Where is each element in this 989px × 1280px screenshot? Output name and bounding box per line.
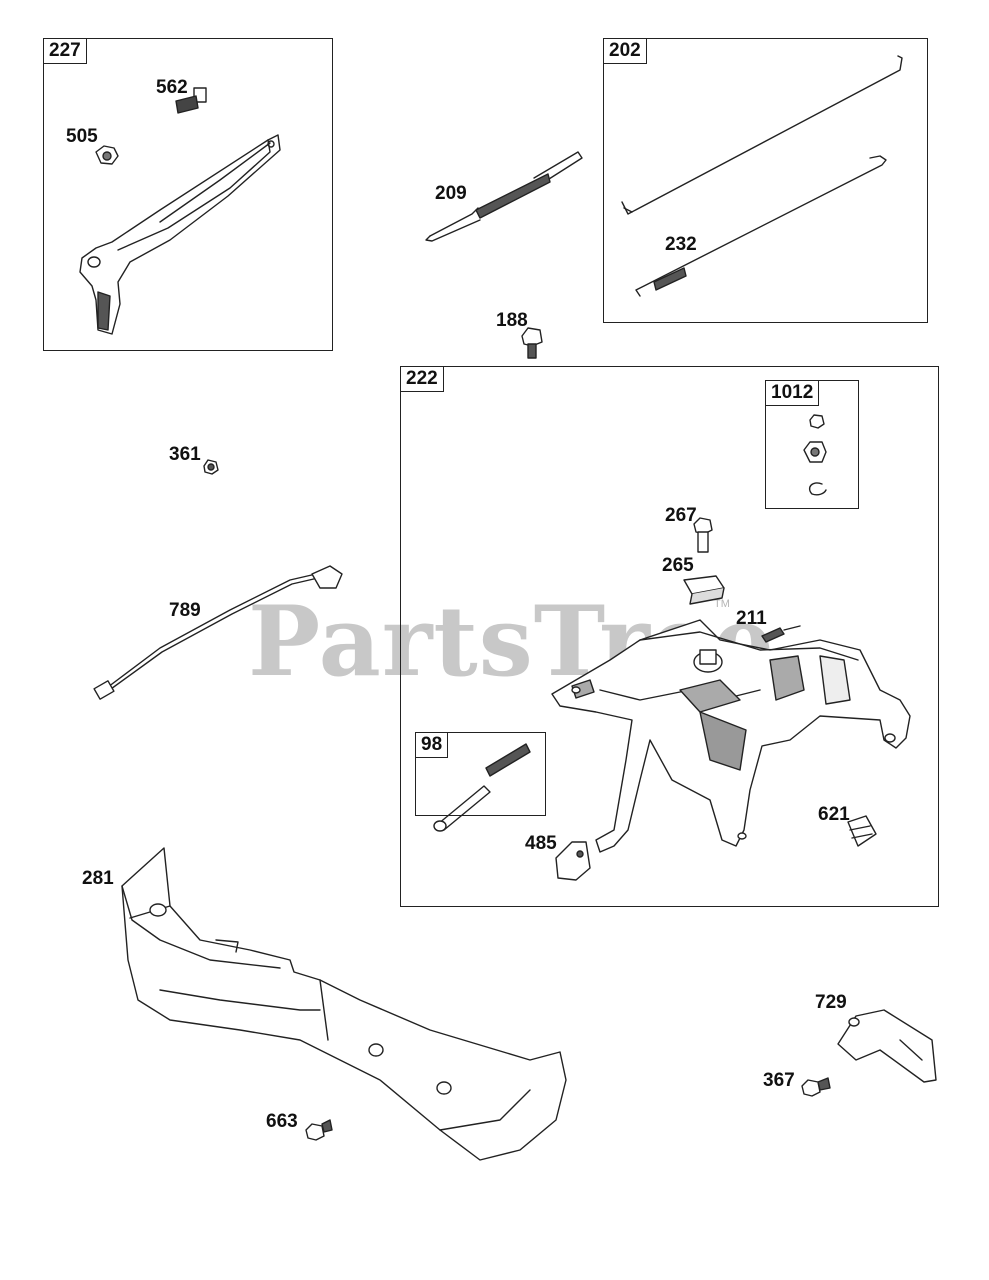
lever-227-drawing (79, 134, 281, 335)
part-label-232[interactable]: 232 (665, 234, 697, 255)
rod-232-drawing (635, 155, 887, 297)
group-label-202: 202 (604, 39, 647, 64)
watermark-trademark: TM (714, 598, 730, 610)
bolt-562-drawing (175, 87, 207, 114)
part-label-485[interactable]: 485 (525, 833, 557, 854)
bolt-188-drawing (521, 327, 543, 359)
clip-621-drawing (847, 815, 877, 847)
clip-265-drawing (683, 575, 725, 605)
wire-789-drawing (93, 565, 343, 700)
part-label-265[interactable]: 265 (662, 555, 694, 576)
group-box-222: 222 (400, 366, 939, 907)
part-label-267[interactable]: 267 (665, 505, 697, 526)
bracket-729-drawing (837, 1009, 937, 1083)
group-box-202: 202 (603, 38, 928, 323)
part-label-729[interactable]: 729 (815, 992, 847, 1013)
part-label-281[interactable]: 281 (82, 868, 114, 889)
part-label-621[interactable]: 621 (818, 804, 850, 825)
bolt-267-drawing (693, 517, 713, 553)
bracket-222-drawing (551, 619, 911, 853)
group-label-1012: 1012 (766, 381, 820, 406)
knob-485-drawing (555, 841, 591, 881)
part-label-361[interactable]: 361 (169, 444, 201, 465)
shroud-281-drawing (121, 847, 567, 1161)
spring-211-drawing (761, 625, 801, 643)
group-label-227: 227 (44, 39, 87, 64)
group-box-98: 98 (415, 732, 546, 816)
part-label-209[interactable]: 209 (435, 183, 467, 204)
screw-361-drawing (203, 459, 219, 475)
part-label-367[interactable]: 367 (763, 1070, 795, 1091)
part-label-789[interactable]: 789 (169, 600, 201, 621)
screw-663-drawing (305, 1119, 333, 1141)
spring-209-drawing (425, 151, 583, 242)
group-box-1012: 1012 (765, 380, 859, 509)
group-label-222: 222 (401, 367, 444, 392)
group-label-98: 98 (416, 733, 449, 758)
hardware-1012-drawing (803, 414, 827, 496)
part-label-188[interactable]: 188 (496, 310, 528, 331)
part-label-505[interactable]: 505 (66, 126, 98, 147)
rod-202-drawing (621, 55, 903, 215)
screw-367-drawing (801, 1077, 831, 1097)
nut-505-drawing (95, 145, 119, 165)
part-label-562[interactable]: 562 (156, 77, 188, 98)
group-box-227: 227 (43, 38, 333, 351)
part-label-663[interactable]: 663 (266, 1111, 298, 1132)
part-label-211[interactable]: 211 (736, 608, 767, 629)
pin-98-drawing (433, 743, 531, 832)
